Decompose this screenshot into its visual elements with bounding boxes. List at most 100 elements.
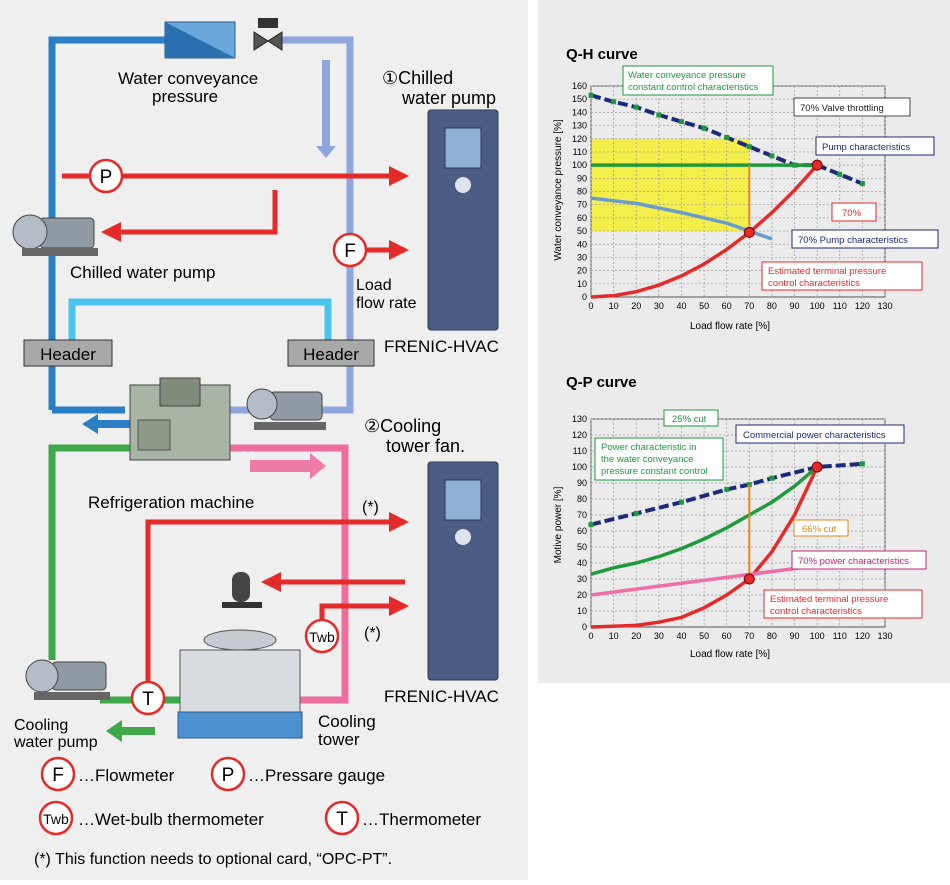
svg-text:control characteristics: control characteristics [770,606,862,617]
svg-text:66% cut: 66% cut [802,524,837,535]
thermometer-symbol: T [130,680,166,716]
bypass-pipe [68,298,332,362]
qh-series-point [859,181,865,187]
qh-series [588,92,865,299]
cooling-tower-icon [177,572,303,739]
qp-xtick-label: 30 [654,631,664,641]
qh-annotation-70pump: 70% Pump characteristics [791,229,939,249]
qh-series-point [678,119,684,125]
qh-annotation-70: 70% [831,202,877,222]
pressure-gauge-symbol: P [88,158,124,194]
valve-icon [253,18,283,51]
svg-text:…Flowmeter: …Flowmeter [78,766,175,785]
svg-text:Estimated terminal pressure: Estimated terminal pressure [768,266,886,277]
qp-annotation-70power: 70% power characteristics [791,550,927,570]
svg-text:Estimated terminal pressure: Estimated terminal pressure [770,594,888,605]
qp-xtick-label: 0 [588,631,593,641]
svg-text:Twb: Twb [43,811,69,827]
system-diagram-panel: P F T Twb Header Header [0,0,528,880]
inverter-1-icon [427,109,499,331]
qh-title: Q-H curve [566,46,638,63]
wetbulb-signal-line [319,596,409,622]
inverter-2-label: FRENIC-HVAC [384,687,499,706]
qp-title: Q-P curve [566,374,637,391]
legend-note: (*) This function needs to optional card… [34,851,392,868]
qp-ytick-label: 110 [573,446,587,456]
chilled-supply-pipe [48,36,165,410]
qh-series-point [656,112,662,118]
qp-ytick-label: 90 [577,478,587,488]
qh-xtick-label: 110 [833,301,847,311]
qh-xtick-label: 50 [699,301,709,311]
qp-xtick-label: 50 [699,631,709,641]
heat-exchanger [164,21,236,59]
legend-wetbulb: Twb …Wet-bulb thermometer [38,800,264,836]
qp-reduced-point [743,573,755,585]
qh-series-point [746,144,752,150]
refrigeration-pump-icon [246,388,326,430]
svg-text:70% Valve throttling: 70% Valve throttling [800,103,884,114]
qp-series [588,461,865,629]
load-flow-label: Load flow rate [356,277,417,312]
qp-xtick-label: 40 [676,631,686,641]
cooling-water-pump-icon [25,659,110,700]
qp-ytick-label: 0 [582,622,587,632]
qh-series-point [701,125,707,131]
qp-xtick-label: 80 [767,631,777,641]
flow-down-arrow [316,138,336,158]
green-out-arrow [106,720,155,742]
qh-xtick-label: 0 [588,301,593,311]
svg-text:…Thermometer: …Thermometer [362,810,481,829]
blue-out-arrow [82,414,132,434]
qh-annotation-estimated: Estimated terminal pressure control char… [761,261,923,291]
qp-xtick-label: 20 [631,631,641,641]
qh-series-point [633,104,639,110]
qh-xtick-label: 30 [654,301,664,311]
qh-series-line-2 [590,163,819,299]
qp-ytick-label: 130 [572,414,587,424]
qh-ytick-label: 130 [572,121,587,131]
qp-ytick-label: 10 [577,606,587,616]
qp-xlabel: Load flow rate [%] [690,649,770,660]
svg-text:T: T [142,689,154,710]
qp-ytick-label: 80 [577,494,587,504]
qh-highlight [591,138,750,232]
svg-text:70% Pump characteristics: 70% Pump characteristics [798,235,908,246]
qp-ytick-label: 100 [572,462,587,472]
svg-text:the water conveyance: the water conveyance [601,454,693,465]
qp-xtick-label: 60 [722,631,732,641]
svg-text:25% cut: 25% cut [672,414,707,425]
qh-operating-point [811,159,823,171]
qh-reduced-point [743,226,755,238]
qp-xtick-label: 120 [855,631,870,641]
qh-series-point [611,99,617,105]
qp-annotation-commercial: Commercial power characteristics [735,424,905,444]
qp-xtick-label: 70 [744,631,754,641]
qp-series-line-1 [590,465,819,576]
svg-text:Power characteristic in: Power characteristic in [601,442,697,453]
qp-ytick-label: 60 [577,526,587,536]
qh-ytick-label: 40 [577,239,587,249]
cooling-pink-pipe [230,444,349,704]
qh-annotation-constant: Water conveyance pressure constant contr… [622,65,774,96]
qh-ytick-label: 90 [577,173,587,183]
svg-text:Pump characteristics: Pump characteristics [822,142,910,153]
svg-text:Commercial power characteristi: Commercial power characteristics [743,430,886,441]
qp-series-point [724,486,730,492]
qh-series-point [769,153,775,159]
qh-xtick-label: 100 [810,301,825,311]
option-mark-2: (*) [364,625,381,642]
qh-xtick-label: 130 [877,301,892,311]
qh-ytick-label: 20 [577,266,587,276]
qh-ylabel: Water conveyance pressure [%] [553,119,564,261]
qp-xtick-label: 110 [833,631,847,641]
svg-text:Water conveyance pressure: Water conveyance pressure [628,70,746,81]
qh-ytick-label: 60 [577,213,587,223]
qh-xtick-label: 120 [855,301,870,311]
qp-series-point [678,499,684,505]
qh-xtick-label: 80 [767,301,777,311]
svg-text:control characteristics: control characteristics [768,278,860,289]
svg-text:Twb: Twb [309,629,335,645]
svg-text:pressure constant control: pressure constant control [601,466,708,477]
qp-xtick-label: 10 [609,631,619,641]
